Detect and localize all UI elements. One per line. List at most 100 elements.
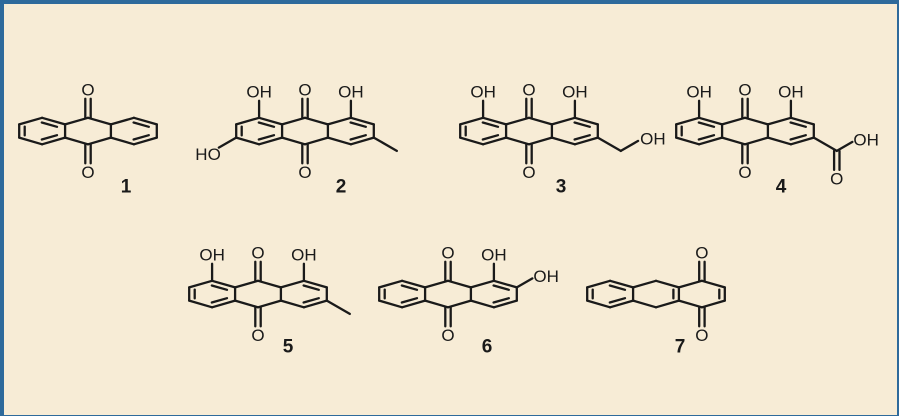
bond <box>235 116 261 126</box>
double-bond-inner <box>210 284 229 291</box>
bond <box>18 136 44 146</box>
carboxyl-bond <box>812 136 838 153</box>
bond <box>217 136 238 149</box>
oxygen-label: O <box>441 326 454 345</box>
bond <box>504 136 531 146</box>
compound-number-7: 7 <box>675 337 686 358</box>
double-bond-inner <box>697 121 716 128</box>
double-bond-inner <box>400 297 419 304</box>
bond <box>280 136 307 146</box>
bond <box>608 279 635 289</box>
bond <box>279 279 306 289</box>
double-bond-inner <box>608 297 627 304</box>
oxygen-label: O <box>441 243 454 262</box>
bond <box>835 140 854 153</box>
bond <box>280 116 307 126</box>
bond <box>302 299 328 309</box>
hydroxyl-label: OH <box>291 245 317 264</box>
bond <box>40 136 67 146</box>
double-bond-inner <box>481 121 500 128</box>
methylene-bond <box>596 136 622 153</box>
bond <box>235 136 261 146</box>
bond <box>188 279 214 289</box>
oxygen-label: O <box>298 163 311 182</box>
double-bond-inner <box>400 284 419 291</box>
bond <box>349 136 375 146</box>
compound-number-4: 4 <box>776 177 787 198</box>
bond <box>109 116 136 126</box>
bond <box>257 116 284 126</box>
double-bond-inner <box>40 134 59 141</box>
oxygen-label: O <box>695 243 708 262</box>
double-bond-inner <box>132 134 150 141</box>
methyl-bond <box>372 136 398 153</box>
bond <box>446 299 473 309</box>
bond <box>302 279 328 289</box>
bond <box>492 299 518 309</box>
bond <box>400 299 427 309</box>
bond <box>631 279 658 289</box>
bond <box>608 299 635 309</box>
bond <box>654 299 681 309</box>
bond <box>63 136 90 146</box>
double-bond-inner <box>789 121 807 128</box>
oxygen-label: O <box>81 163 94 182</box>
bond <box>654 279 681 289</box>
bond <box>446 279 473 289</box>
bond <box>469 299 496 309</box>
bond <box>550 116 577 126</box>
bond <box>697 116 724 126</box>
hydroxyl-label: OH <box>533 267 559 286</box>
double-bond-inner <box>210 297 229 304</box>
compound-number-2: 2 <box>336 177 347 198</box>
double-bond-inner <box>573 134 591 141</box>
bond <box>303 136 330 146</box>
bond <box>256 279 283 289</box>
bond <box>700 299 726 309</box>
bond <box>469 279 496 289</box>
double-bond-inner <box>349 121 367 128</box>
oxygen-label: O <box>251 326 264 345</box>
bond <box>279 299 306 309</box>
hydroxyl-label: OH <box>853 130 879 149</box>
bond <box>109 136 136 146</box>
bond <box>677 299 704 309</box>
bond <box>743 136 770 146</box>
bond <box>677 279 704 289</box>
bond <box>550 136 577 146</box>
bond <box>492 279 518 289</box>
bond <box>481 136 508 146</box>
hydroxyl-label: OH <box>778 82 804 101</box>
bond <box>257 136 284 146</box>
compound-number-6: 6 <box>482 337 493 358</box>
oxygen-label: O <box>738 163 751 182</box>
hydroxyl-label: OH <box>338 82 364 101</box>
bond <box>619 139 640 153</box>
bond <box>504 116 531 126</box>
hydroxyl-label: OH <box>246 82 272 101</box>
compound-1: O O 1 <box>18 80 158 198</box>
bond <box>378 279 404 289</box>
bond <box>423 299 450 309</box>
bond <box>481 116 508 126</box>
bond <box>573 116 599 126</box>
oxygen-label: O <box>81 80 94 99</box>
bond <box>326 116 353 126</box>
double-bond-inner <box>481 134 500 141</box>
bond <box>423 279 450 289</box>
bond <box>527 136 554 146</box>
hydroxyl-label: OH <box>199 245 225 264</box>
bond <box>675 116 701 126</box>
bond <box>40 116 67 126</box>
compound-number-1: 1 <box>121 177 132 198</box>
bond <box>527 116 554 126</box>
double-bond-inner <box>492 297 510 304</box>
oxygen-label: O <box>522 163 535 182</box>
double-bond-inner <box>302 284 320 291</box>
compound-number-5: 5 <box>283 337 294 358</box>
bond <box>86 136 113 146</box>
bond <box>188 299 214 309</box>
bond <box>515 277 534 289</box>
